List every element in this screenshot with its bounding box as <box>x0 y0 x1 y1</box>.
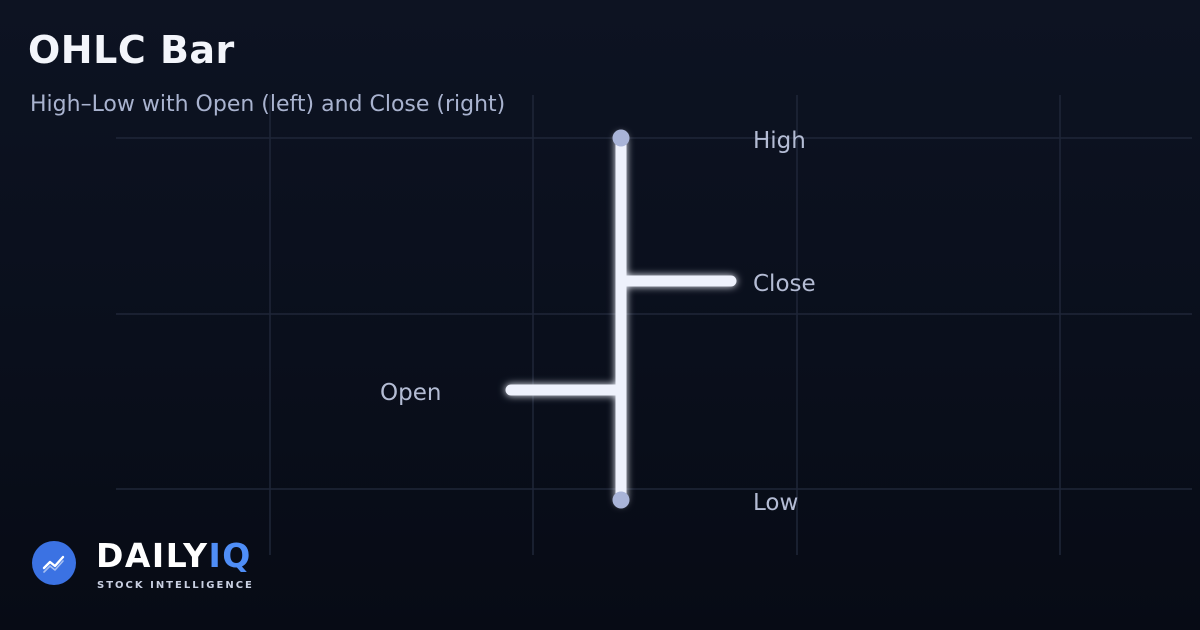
trend-line-icon <box>32 541 76 585</box>
page-title: OHLC Bar <box>28 28 235 72</box>
close-label: Close <box>753 271 816 297</box>
brand-name: DAILYIQ <box>96 536 252 575</box>
ohlc-bar <box>505 133 737 505</box>
brand-name-part1: DAILY <box>96 536 209 575</box>
high-endpoint-dot <box>612 129 630 147</box>
brand-name-part2: IQ <box>208 536 252 575</box>
grid <box>116 95 1192 555</box>
low-endpoint-dot <box>612 491 630 509</box>
low-label: Low <box>753 490 798 516</box>
open-label: Open <box>380 380 441 406</box>
high-label: High <box>753 128 806 154</box>
brand-tagline: STOCK INTELLIGENCE <box>97 580 254 591</box>
page-subtitle: High–Low with Open (left) and Close (rig… <box>30 92 506 117</box>
